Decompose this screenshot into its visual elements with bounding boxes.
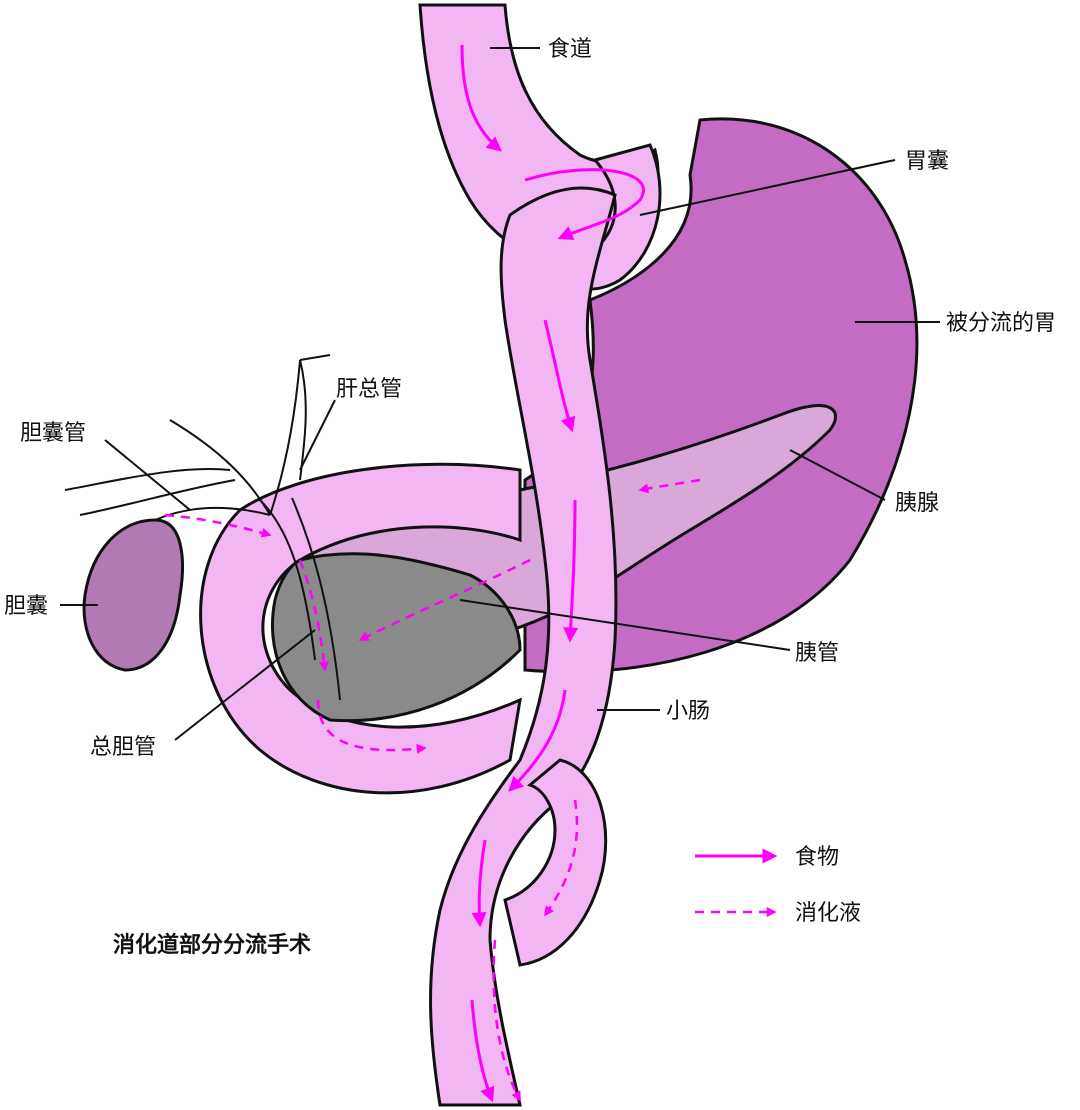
legend-juice-label: 消化液 (795, 901, 861, 926)
label-common-hepatic-duct: 肝总管 (336, 377, 402, 402)
legend: 食物 消化液 (695, 845, 861, 926)
label-gastric-pouch: 胃囊 (905, 149, 949, 174)
label-common-bile-duct: 总胆管 (90, 735, 156, 760)
gallbladder-shape (84, 520, 182, 670)
label-cystic-duct: 胆囊管 (20, 421, 86, 446)
label-pancreas: 胰腺 (895, 491, 939, 516)
legend-food-label: 食物 (795, 845, 839, 870)
label-pancreatic-duct: 胰管 (795, 641, 839, 666)
diagram-caption: 消化道部分分流手术 (113, 932, 311, 958)
label-small-intestine: 小肠 (666, 699, 710, 724)
label-bypassed-stomach: 被分流的胃 (946, 311, 1056, 336)
label-gallbladder: 胆囊 (4, 594, 48, 619)
label-esophagus: 食道 (548, 37, 592, 62)
